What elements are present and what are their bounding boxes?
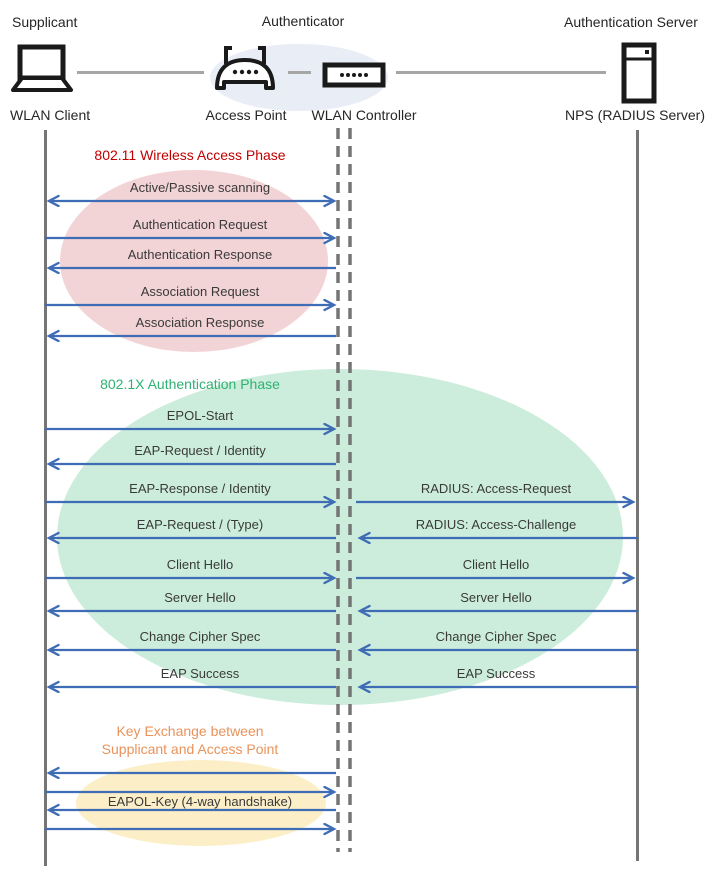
phase2-arrows-left — [45, 429, 336, 687]
msg-change-cipher-spec-left: Change Cipher Spec — [139, 629, 261, 644]
msg-authentication-response: Authentication Response — [127, 247, 273, 262]
msg-eap-response-identity: EAP-Response / Identity — [129, 481, 271, 496]
access-point-icon — [215, 46, 275, 90]
device-nps-radius-server: NPS (RADIUS Server) — [564, 107, 706, 123]
msg-eap-request-type: EAP-Request / (Type) — [136, 517, 264, 532]
device-wlan-client: WLAN Client — [10, 107, 91, 123]
msg-client-hello-left: Client Hello — [166, 557, 234, 572]
connector-line — [77, 71, 204, 74]
role-supplicant: Supplicant — [12, 14, 78, 30]
connector-line — [396, 71, 606, 74]
role-authenticator: Authenticator — [261, 13, 345, 29]
phase2-arrows-right — [356, 502, 638, 687]
connector-line — [288, 71, 311, 74]
phase1-arrows — [45, 201, 336, 336]
phase2-title: 802.1X Authentication Phase — [100, 376, 280, 392]
phase3-title-line1: Key Exchange between — [116, 723, 264, 739]
msg-change-cipher-spec-right: Change Cipher Spec — [435, 629, 557, 644]
msg-server-hello-left: Server Hello — [164, 590, 236, 605]
msg-eap-request-identity: EAP-Request / Identity — [134, 443, 266, 458]
msg-radius-access-challenge: RADIUS: Access-Challenge — [415, 517, 577, 532]
msg-active-passive-scanning: Active/Passive scanning — [129, 180, 271, 195]
phase3-ellipse — [76, 760, 326, 846]
phase2-ellipse — [57, 369, 623, 705]
phase1-title: 802.11 Wireless Access Phase — [94, 147, 286, 163]
phase3-arrows — [45, 773, 336, 829]
msg-association-response: Association Response — [135, 315, 265, 330]
msg-association-request: Association Request — [140, 284, 260, 299]
phase1-ellipse — [60, 170, 328, 352]
msg-radius-access-request: RADIUS: Access-Request — [420, 481, 572, 496]
msg-authentication-request: Authentication Request — [132, 217, 268, 232]
phase3-title-line2: Supplicant and Access Point — [101, 741, 279, 757]
msg-eapol-key-handshake: EAPOL-Key (4-way handshake) — [107, 794, 293, 809]
controller-icon — [322, 62, 386, 88]
device-access-point: Access Point — [205, 107, 287, 123]
msg-client-hello-right: Client Hello — [462, 557, 530, 572]
device-wlan-controller: WLAN Controller — [311, 107, 417, 123]
msg-eap-success-left: EAP Success — [160, 666, 240, 681]
laptop-icon — [11, 44, 73, 92]
role-authentication-server: Authentication Server — [564, 14, 698, 30]
msg-eap-success-right: EAP Success — [456, 666, 536, 681]
msg-epol-start: EPOL-Start — [166, 408, 234, 423]
msg-server-hello-right: Server Hello — [460, 590, 532, 605]
server-icon — [621, 42, 657, 104]
